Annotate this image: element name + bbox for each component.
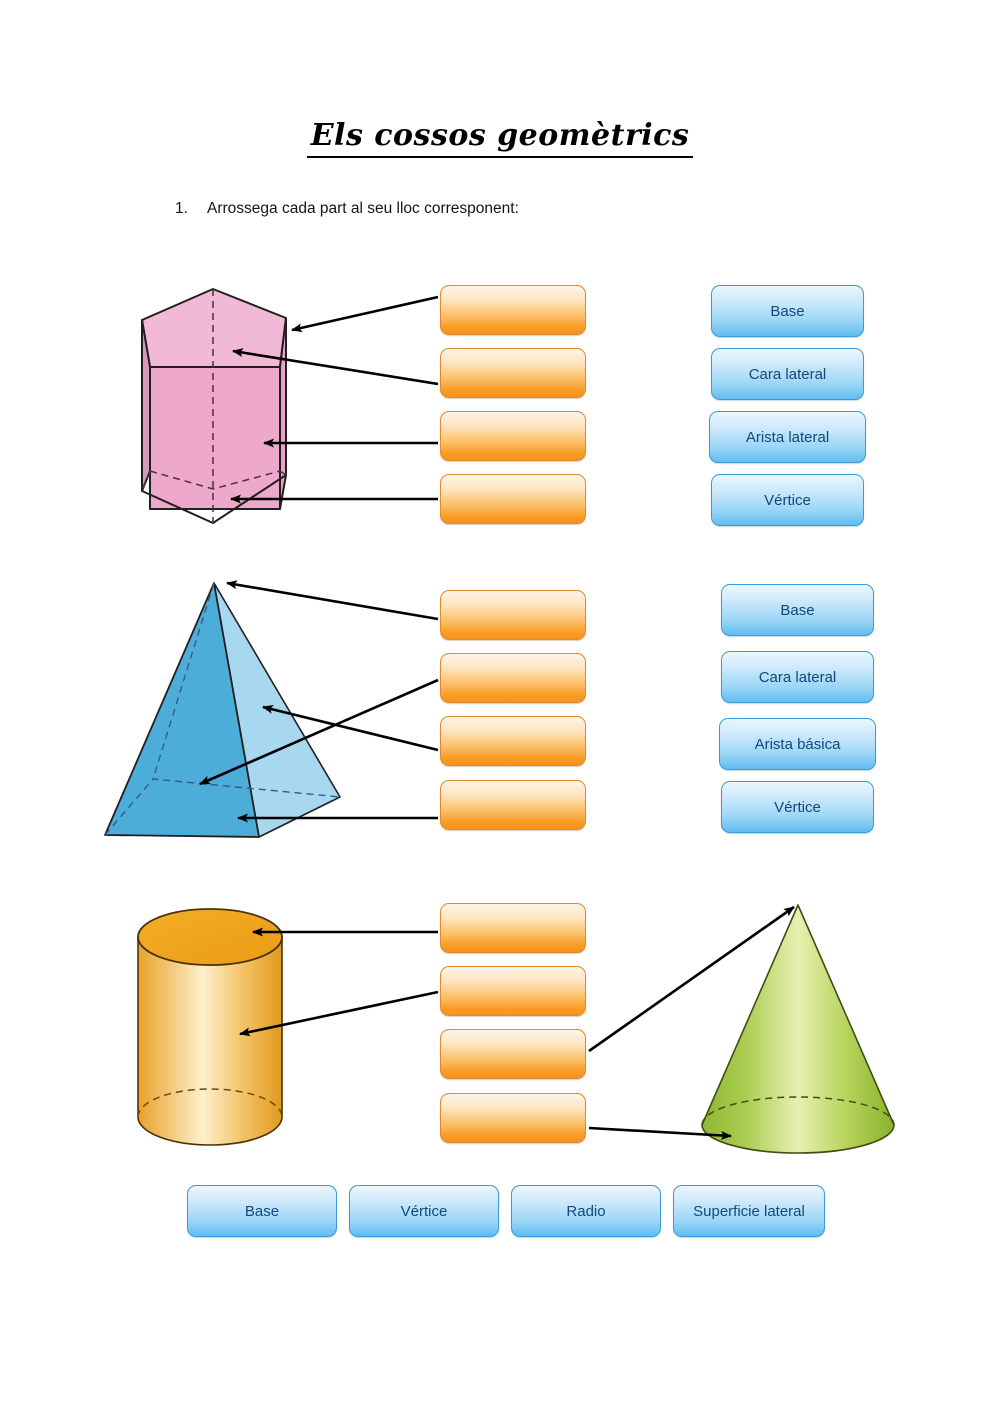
prism-label-cara-lateral-text: Cara lateral — [748, 365, 827, 383]
pyramid-label-cara-lateral[interactable]: Cara lateral — [721, 651, 874, 703]
round-label-vertice-text: Vértice — [400, 1202, 448, 1220]
round-arrow-4-to-cone-radius — [588, 1126, 732, 1140]
prism-label-cara-lateral[interactable]: Cara lateral — [711, 348, 864, 400]
round-label-radio[interactable]: Radio — [511, 1185, 661, 1237]
prism-dropzone-2[interactable] — [440, 348, 586, 398]
round-label-superficie-lateral-text: Superficie lateral — [693, 1202, 805, 1220]
cone-base-hidden-edge — [701, 1096, 895, 1126]
prism-label-base[interactable]: Base — [711, 285, 864, 337]
round-label-vertice[interactable]: Vértice — [349, 1185, 499, 1237]
prism-dropzone-3[interactable] — [440, 411, 586, 461]
pyramid-dropzone-3[interactable] — [440, 716, 586, 766]
prism-label-vertice[interactable]: Vértice — [711, 474, 864, 526]
cylinder-bottom-hidden-edge — [137, 1088, 283, 1118]
cylinder-figure — [137, 908, 283, 1146]
round-dropzone-1[interactable] — [440, 903, 586, 953]
pyramid-dropzone-1[interactable] — [440, 590, 586, 640]
round-label-superficie-lateral[interactable]: Superficie lateral — [673, 1185, 825, 1237]
pyramid-hidden-base — [104, 778, 341, 836]
pyramid-arrow-2 — [199, 678, 439, 786]
pyramid-label-vertice[interactable]: Vértice — [721, 781, 874, 833]
prism-arrow-2 — [232, 348, 439, 386]
cone-figure — [701, 904, 895, 1154]
pyramid-front-face — [104, 582, 260, 838]
prism-hidden-left — [141, 470, 151, 492]
prism-figure — [141, 288, 287, 525]
round-dropzone-3[interactable] — [440, 1029, 586, 1079]
pyramid-label-arista-basica-text: Arista básica — [754, 735, 841, 753]
round-arrow-2-to-cylinder-side — [239, 990, 439, 1037]
prism-hidden-right — [279, 470, 287, 476]
cone-lateral-surface — [701, 904, 895, 1154]
prism-label-base-text: Base — [770, 302, 805, 320]
instruction-text: Arrossega cada part al seu lloc correspo… — [207, 200, 519, 217]
prism-dropzone-1[interactable] — [440, 285, 586, 335]
pyramid-hidden-back-edge — [152, 582, 215, 780]
round-dropzone-2[interactable] — [440, 966, 586, 1016]
round-arrow-3-to-cone-apex — [588, 905, 795, 1053]
prism-label-arista-lateral-text: Arista lateral — [745, 428, 830, 446]
pyramid-arrow-3 — [262, 705, 439, 752]
round-label-base[interactable]: Base — [187, 1185, 337, 1237]
pyramid-dropzone-4[interactable] — [440, 780, 586, 830]
page-title: Els cossos geomètrics — [0, 118, 1000, 158]
pyramid-label-arista-basica[interactable]: Arista básica — [719, 718, 876, 770]
round-label-radio-text: Radio — [566, 1202, 606, 1220]
pyramid-dropzone-2[interactable] — [440, 653, 586, 703]
cylinder-lateral-surface — [137, 936, 283, 1146]
prism-label-arista-lateral[interactable]: Arista lateral — [709, 411, 866, 463]
prism-arrow-1 — [291, 295, 439, 333]
instruction-line: 1. Arrossega cada part al seu lloc corres… — [175, 200, 519, 218]
pyramid-label-vertice-text: Vértice — [774, 798, 821, 816]
pyramid-arrow-1 — [226, 580, 439, 621]
round-dropzone-4[interactable] — [440, 1093, 586, 1143]
pyramid-label-cara-lateral-text: Cara lateral — [758, 668, 837, 686]
pyramid-label-base[interactable]: Base — [721, 584, 874, 636]
pyramid-label-base-text: Base — [780, 601, 815, 619]
prism-label-vertice-text: Vértice — [764, 491, 811, 509]
page-title-text: Els cossos geomètrics — [306, 118, 694, 158]
prism-dropzone-4[interactable] — [440, 474, 586, 524]
round-label-base-text: Base — [244, 1202, 280, 1220]
instruction-number: 1. — [175, 200, 188, 217]
prism-hidden-bottom — [149, 470, 281, 490]
cylinder-top-base — [137, 908, 283, 966]
